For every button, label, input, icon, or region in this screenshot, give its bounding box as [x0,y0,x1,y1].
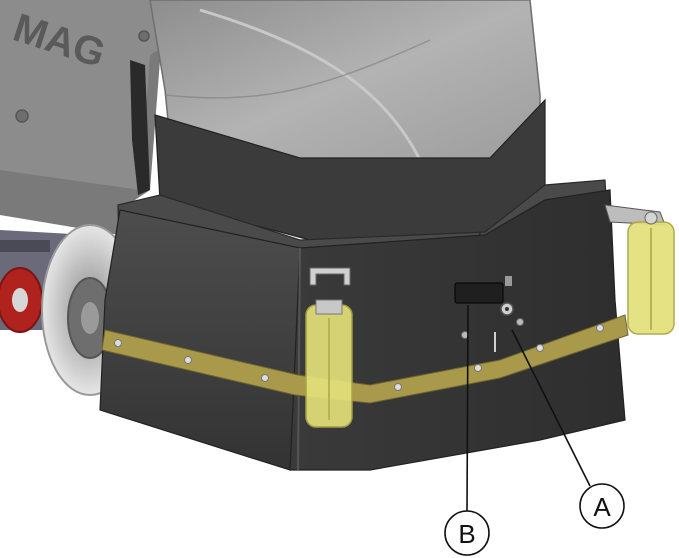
front-screw [516,318,524,326]
lift-handle [309,267,351,286]
callout-a: A [579,483,625,529]
cover-latch [454,282,504,304]
cover-ridge-edge [164,39,431,99]
leader-line-b [466,304,469,513]
strip-rivet [114,339,122,347]
strip-rivet [596,324,604,332]
panel-screw [138,30,150,42]
latch-indicator [505,276,512,286]
callout-a-label: A [593,492,611,522]
callout-b: B [444,510,490,556]
strip-rivet [184,356,192,364]
cover-ridge [199,8,422,161]
strip-rivet [394,383,402,391]
strip-rivet [536,344,544,352]
upper-chassis: MAG [0,0,210,235]
front-roller [305,267,353,428]
panel-screw [15,109,29,123]
strip-rivet [261,374,269,382]
strip-rivet [474,364,482,372]
callout-b-label: B [458,519,475,549]
body-edge-highlight [297,247,301,471]
leader-line-a [511,329,591,487]
side-latch [130,60,150,195]
side-roller [604,204,675,335]
